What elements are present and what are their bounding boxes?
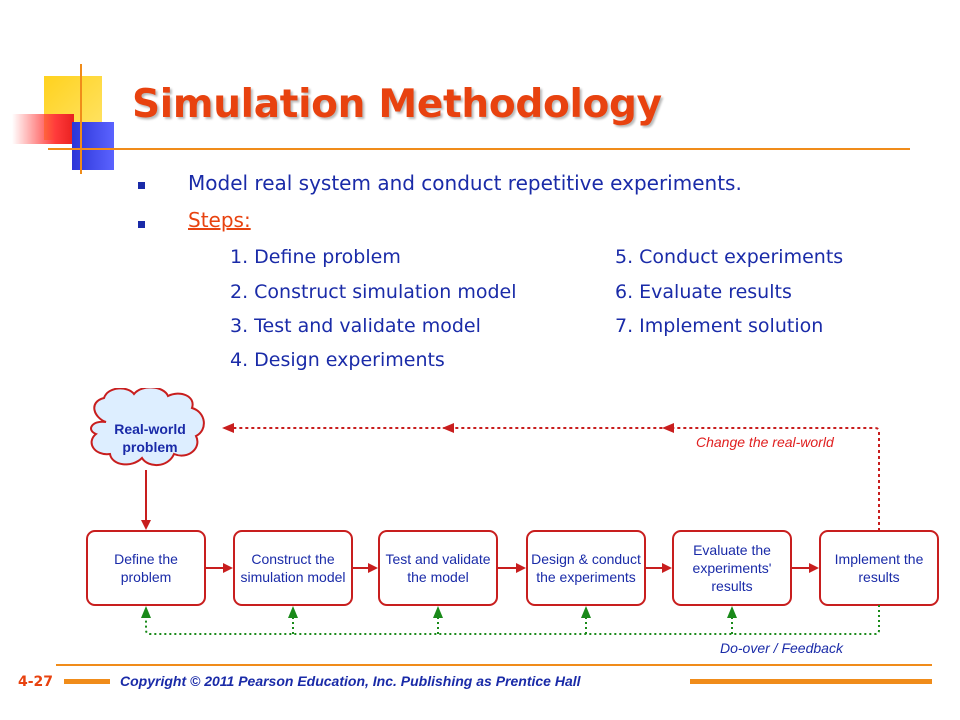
cloud-label: Real-world problem [114,421,186,455]
copyright-text: Copyright © 2011 Pearson Education, Inc.… [120,673,581,689]
bullet-steps-label: Steps: [188,208,251,232]
bullet-model-text: Model real system and conduct repetitive… [188,171,742,195]
bullet-marker [138,221,145,228]
feedback-label: Do-over / Feedback [720,640,843,656]
footer-accent-bar [64,679,110,684]
step-item: 1. Define problem [230,246,401,268]
step-item: 6. Evaluate results [615,281,792,303]
change-loop-arrowhead [662,423,674,433]
box-evaluate-label: Evaluate the experiments' results [692,542,772,594]
flow-diagram-graphic [86,386,939,635]
step-item: 5. Conduct experiments [615,246,844,268]
step-item: 3. Test and validate model [230,315,481,337]
slide-title: Simulation Methodology [132,82,662,127]
decorative-red-square [12,114,74,144]
bullet-marker [138,182,145,189]
feedback-arrowhead [141,606,151,618]
change-loop-arrowhead [442,423,454,433]
footer-accent-bar [690,679,932,684]
step-item: 7. Implement solution [615,315,824,337]
methodology-flow-diagram: Real-world problem Define the problem Co… [76,386,960,660]
feedback-arrowhead [288,606,298,618]
feedback-loop-line [145,605,880,635]
cloud-shape [90,386,205,466]
change-loop-line [224,427,880,531]
footer-line [56,664,932,666]
feedback-arrowhead [727,606,737,618]
box-implement-label: Implement the results [834,551,924,585]
change-loop-arrowhead [222,423,234,433]
box-define-label: Define the problem [114,551,178,585]
box-test-label: Test and validate the model [385,551,491,585]
decorative-vertical-line [80,64,82,174]
step-item: 4. Design experiments [230,349,445,371]
step-item: 2. Construct simulation model [230,281,517,303]
feedback-arrowhead [433,606,443,618]
decorative-blue-square [72,122,114,170]
slide-number: 4-27 [18,674,54,690]
box-design-label: Design & conduct the experiments [531,551,641,585]
box-construct-label: Construct the simulation model [240,551,346,585]
feedback-arrowhead [581,606,591,618]
change-real-world-label: Change the real-world [696,434,834,450]
title-underline [48,148,910,150]
